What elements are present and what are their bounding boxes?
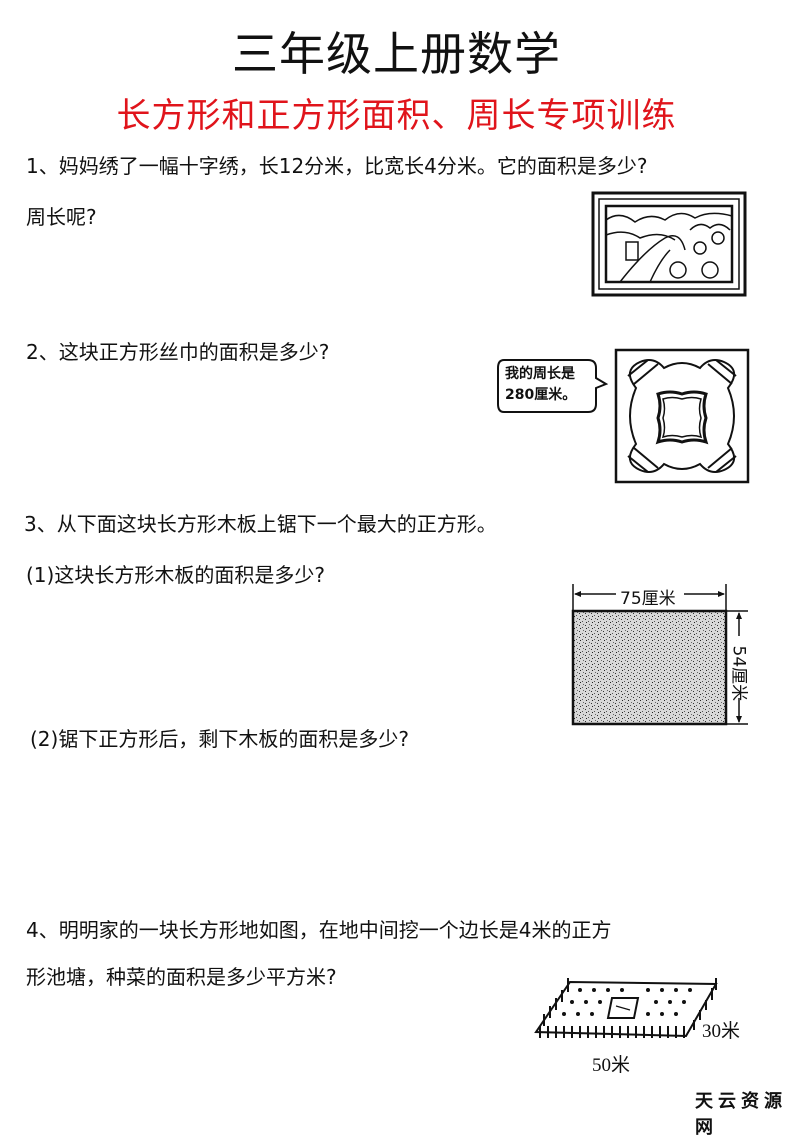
speech-bubble: 我的周长是 280厘米。 [496, 358, 608, 414]
board-width-label: 75厘米 [618, 584, 678, 609]
page-title: 三年级上册数学 [232, 27, 561, 81]
cross-stitch-picture-icon [590, 190, 750, 300]
field-length-label: 50米 [592, 1055, 631, 1076]
speech-bubble-line-1: 我的周长是 [505, 366, 575, 382]
question-2-line-1: 2、这块正方形丝巾的面积是多少? [26, 340, 330, 364]
question-3-sub-1: (1)这块长方形木板的面积是多少? [26, 563, 325, 587]
page-subtitle: 长方形和正方形面积、周长专项训练 [116, 96, 677, 136]
watermark: 天云资源网 [695, 1091, 787, 1138]
question-4-line-2: 形池塘，种菜的面积是多少平方米? [26, 965, 337, 989]
question-1-line-1: 1、妈妈绣了一幅十字绣，长12分米，比宽长4分米。它的面积是多少? [26, 154, 648, 178]
question-3-sub-2: (2)锯下正方形后，剩下木板的面积是多少? [30, 727, 409, 751]
field-width-label: 30米 [702, 1021, 741, 1042]
question-1-line-2: 周长呢? [26, 205, 97, 229]
square-silk-scarf-icon [614, 348, 750, 484]
speech-bubble-line-2: 280厘米。 [505, 387, 577, 403]
board-height-label: 54厘米 [728, 645, 749, 702]
vegetable-field-figure: 30米 50米 [530, 970, 760, 1080]
rectangular-board-figure: 75厘米 54厘米 [566, 582, 766, 730]
question-4-line-1: 4、明明家的一块长方形地如图，在地中间挖一个边长是4米的正方 [26, 918, 612, 942]
question-3-line-1: 3、从下面这块长方形木板上锯下一个最大的正方形。 [24, 512, 497, 536]
